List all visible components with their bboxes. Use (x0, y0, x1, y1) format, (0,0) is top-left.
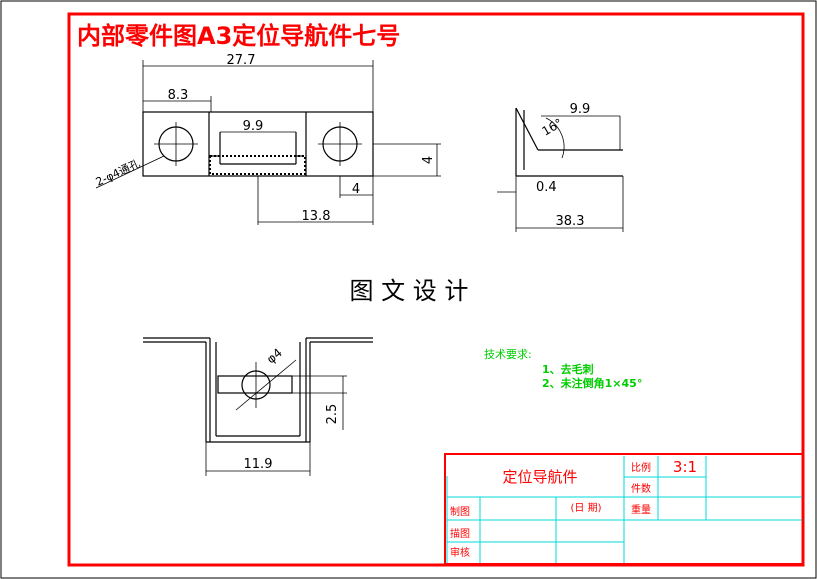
technical-requirements: 技术要求: 1、去毛刺 2、未注倒角1×45° (484, 348, 642, 390)
drawing-title: 内部零件图A3定位导航件七号 (77, 22, 400, 50)
title-block-border (444, 453, 804, 565)
dim-left-width: 8.3 (168, 88, 189, 103)
count-label: 件数 (631, 482, 651, 495)
scale-label: 比例 (631, 461, 651, 474)
tech-req-item-1: 1、去毛刺 (542, 362, 594, 376)
bottom-view-dimensions (205, 375, 347, 476)
dim-arm-length: 9.9 (570, 102, 591, 117)
side-view (515, 107, 623, 177)
dim-bottom-width: 11.9 (244, 457, 273, 472)
hole-note: 2-φ4通孔 (94, 157, 142, 189)
date-label: (日 期) (571, 502, 602, 514)
dim-bottom-hole: φ4 (264, 346, 285, 367)
bottom-view (143, 337, 373, 443)
weight-label: 重量 (631, 503, 651, 516)
dim-small-offset: 4 (352, 182, 360, 197)
dim-overall-length: 27.7 (227, 53, 256, 68)
dim-height: 4 (421, 156, 436, 164)
top-view-dimensions (95, 60, 441, 225)
dim-bend-angle: 16° (540, 116, 565, 139)
title-block: 定位导航件 比例 3:1 件数 重量 (日 期) 制图 描图 审核 (444, 453, 804, 565)
part-name: 定位导航件 (502, 468, 577, 486)
scale-value: 3:1 (673, 458, 697, 476)
traced-by-label: 描图 (450, 527, 470, 540)
tech-req-item-2: 2、未注倒角1×45° (542, 376, 642, 390)
center-watermark-label: 图 文 设 计 (350, 277, 469, 305)
bottom-slot (217, 375, 293, 394)
side-view-dimensions (497, 115, 624, 232)
drawn-by-label: 制图 (450, 505, 470, 518)
tech-req-heading: 技术要求: (484, 348, 532, 361)
drawing-frame (67, 12, 805, 567)
dim-slot-width: 9.9 (243, 119, 264, 134)
title-block-grid (446, 456, 802, 563)
dim-total-length: 38.3 (556, 214, 585, 229)
dim-hole-offset: 13.8 (302, 209, 331, 224)
dim-thickness: 0.4 (536, 180, 557, 195)
checked-by-label: 审核 (450, 546, 470, 559)
dim-bottom-vertical: 2.5 (325, 404, 340, 425)
